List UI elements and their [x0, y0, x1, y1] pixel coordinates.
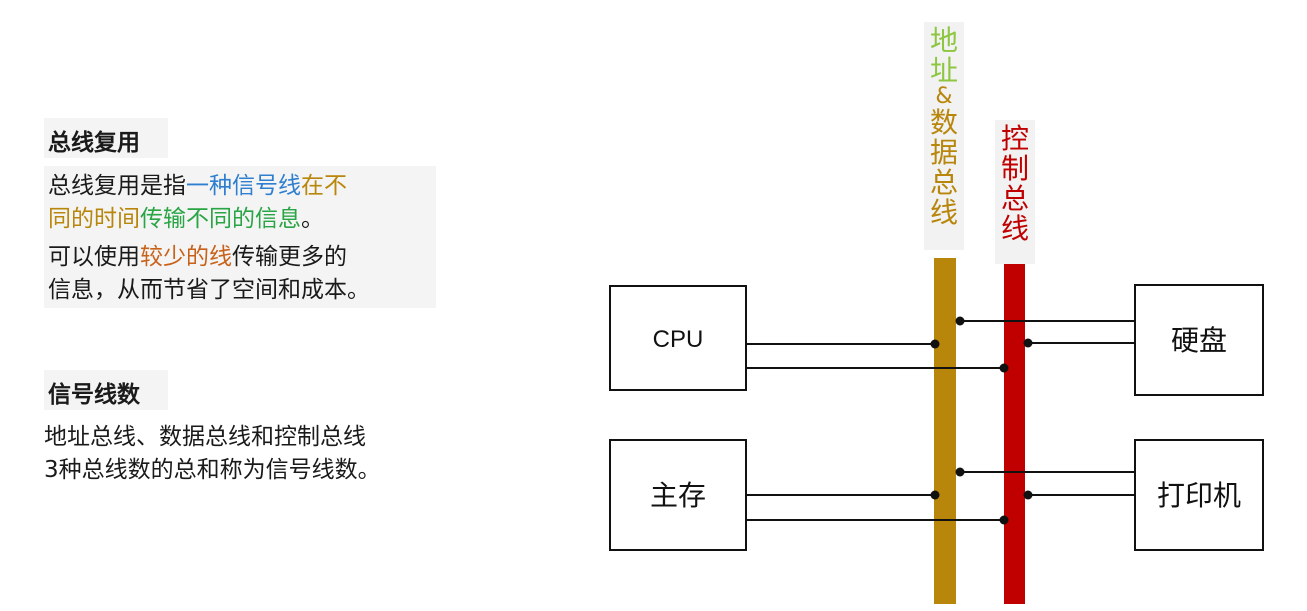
data-label-char: 总	[929, 166, 958, 199]
section1-line4: 信息，从而节省了空间和成本。	[48, 277, 370, 303]
junction-dot	[999, 363, 1009, 373]
section1-line2-c: 。	[301, 206, 324, 232]
control-bus-label: 控 制 总 线	[995, 120, 1035, 264]
printer-box	[1134, 439, 1264, 551]
addr-data-bus	[934, 258, 956, 604]
junction-dot	[955, 467, 965, 477]
junction-dot	[930, 490, 940, 500]
section1-line3-b: 较少的线	[140, 244, 232, 270]
data-label-char: 线	[929, 196, 958, 229]
ctrl-label-char: 线	[1000, 212, 1029, 245]
section2-line2: 3种总线数的总和称为信号线数。	[44, 457, 381, 483]
junction-dot	[955, 316, 965, 326]
data-label-char: 据	[929, 136, 958, 169]
junction-dot	[999, 515, 1009, 525]
cpu-box	[609, 285, 747, 391]
section1-line2-a: 同的时间	[48, 206, 140, 232]
data-label-char: 数	[929, 106, 958, 139]
amp-label-char: &	[935, 84, 953, 109]
ctrl-label-char: 控	[1000, 122, 1029, 155]
section1-line1-c: 在不	[301, 173, 347, 199]
section2-line1: 地址总线、数据总线和控制总线	[44, 424, 366, 450]
section1-line3-c: 传输更多的	[232, 244, 347, 270]
cpu-label: CPU	[653, 326, 704, 353]
junction-dot	[1023, 338, 1033, 348]
section1-line3: 可以使用较少的线传输更多的	[48, 241, 347, 274]
section1-line1-a: 总线复用是指	[48, 173, 186, 199]
disk-box	[1134, 284, 1264, 396]
junction-dot	[1023, 490, 1033, 500]
section2-heading: 信号线数	[48, 382, 140, 408]
section1-heading: 总线复用	[48, 130, 140, 156]
section1-line2-b: 传输不同的信息	[140, 206, 301, 232]
memory-box	[609, 439, 747, 551]
section2-heading-bg	[44, 370, 168, 410]
disk-label: 硬盘	[1171, 324, 1227, 357]
ctrl-label-char: 总	[1000, 182, 1029, 215]
control-bus	[1004, 258, 1025, 604]
printer-label: 打印机	[1157, 479, 1241, 512]
section1-line1: 总线复用是指一种信号线在不	[48, 170, 347, 203]
section1-line3-a: 可以使用	[48, 244, 140, 270]
addr-label-char: 址	[929, 54, 958, 87]
junction-dot	[930, 339, 940, 349]
section1-body-bg	[44, 166, 436, 308]
section1-line1-b: 一种信号线	[186, 173, 301, 199]
section1-heading-bg	[44, 118, 168, 158]
memory-label: 主存	[650, 479, 706, 512]
ctrl-label-char: 制	[1000, 152, 1029, 185]
section1-line2: 同的时间传输不同的信息。	[48, 203, 324, 236]
addr-data-bus-label: 地 址 & 数 据 总 线	[924, 22, 964, 250]
addr-label-char: 地	[929, 24, 958, 57]
